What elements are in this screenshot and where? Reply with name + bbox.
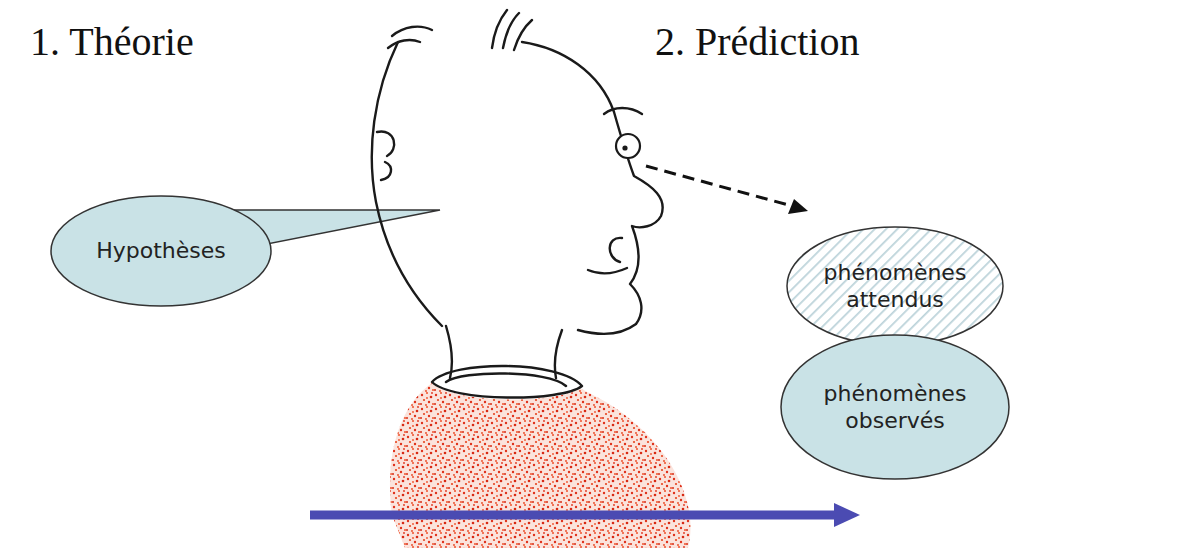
eyebrow — [604, 108, 642, 114]
collar — [446, 373, 566, 386]
node-label: Hypothèses — [61, 237, 261, 265]
step-heading: 2. Prédiction — [655, 18, 859, 65]
ear — [377, 132, 394, 180]
node-label: phénomènes attendus — [815, 259, 975, 314]
arrow-head — [834, 503, 860, 527]
collar — [432, 366, 582, 398]
ellipse-shape — [51, 196, 271, 306]
ellipse-outline — [786, 226, 1004, 346]
hair — [388, 27, 432, 48]
cartoon-man — [372, 10, 663, 398]
eye — [616, 134, 640, 158]
ellipse-outline — [780, 334, 1010, 480]
expected-ellipse: phénomènes attendus — [786, 226, 1004, 346]
mouth — [588, 268, 627, 273]
cheek-mark — [610, 238, 622, 262]
progress-arrow — [310, 511, 838, 520]
ellipse-shape — [787, 227, 1003, 345]
ellipse-shape — [781, 335, 1009, 479]
head-outline — [372, 42, 442, 326]
pupil — [622, 145, 627, 150]
hypothesis-bubble: Hypothèses — [50, 195, 272, 307]
hair — [492, 10, 532, 50]
face-profile — [522, 42, 663, 334]
observed-ellipse: phénomènes observés — [780, 334, 1010, 480]
arrow-head — [788, 199, 808, 214]
sweater — [390, 383, 691, 548]
node-label: phénomènes observés — [815, 380, 975, 435]
gaze-arrow — [646, 166, 792, 206]
step-heading: 1. Théorie — [30, 18, 194, 65]
